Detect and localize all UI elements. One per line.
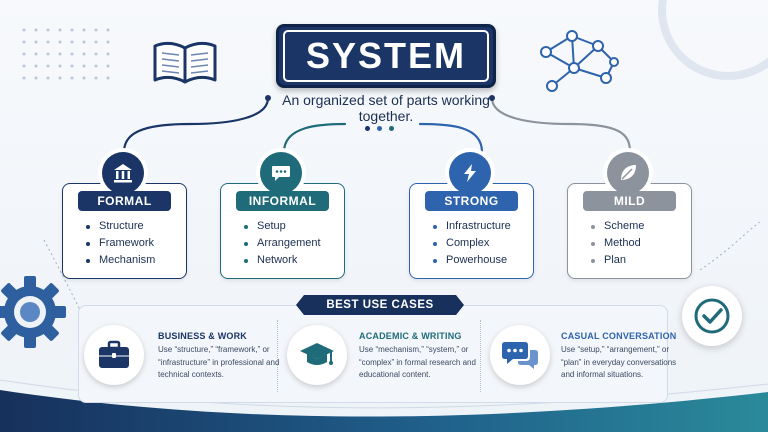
dot-decoration — [389, 126, 394, 131]
chat-bubble-icon — [260, 152, 302, 194]
synonym-item: Scheme — [591, 218, 644, 235]
synonym-list: Scheme Method Plan — [591, 218, 644, 269]
dot-decoration — [377, 126, 382, 131]
synonym-item: Mechanism — [86, 252, 155, 269]
use-case-description: Use “mechanism,” “system,” or “complex” … — [359, 345, 476, 379]
synonym-item: Framework — [86, 235, 155, 252]
category-label: FORMAL — [78, 191, 171, 211]
gear-icon — [0, 276, 66, 348]
dot-decoration — [365, 126, 370, 131]
network-nodes-icon — [540, 30, 619, 92]
use-case-title: CASUAL CONVERSATION — [561, 331, 677, 341]
synonym-list: Setup Arrangement Network — [244, 218, 321, 269]
synonym-item: Network — [244, 252, 321, 269]
divider — [277, 320, 278, 392]
leaf-icon — [607, 152, 649, 194]
category-label: INFORMAL — [236, 191, 329, 211]
synonym-item: Method — [591, 235, 644, 252]
synonym-list: Infrastructure Complex Powerhouse — [433, 218, 511, 269]
synonym-item: Plan — [591, 252, 644, 269]
synonym-item: Complex — [433, 235, 511, 252]
use-cases-heading: BEST USE CASES — [296, 295, 464, 315]
use-case-title: ACADEMIC & WRITING — [359, 331, 462, 341]
use-case-description: Use “structure,” “framework,” or “infras… — [158, 345, 280, 379]
synonym-item: Structure — [86, 218, 155, 235]
open-book-icon — [153, 41, 217, 84]
institution-icon — [102, 152, 144, 194]
definition-text: An organized set of parts working togeth… — [282, 92, 490, 124]
category-label: MILD — [583, 191, 676, 211]
divider — [480, 320, 481, 392]
category-label: STRONG — [425, 191, 518, 211]
use-case-title: BUSINESS & WORK — [158, 331, 248, 341]
speech-bubbles-icon — [490, 325, 550, 385]
synonym-item: Setup — [244, 218, 321, 235]
synonym-list: Structure Framework Mechanism — [86, 218, 155, 269]
use-cases-panel — [78, 305, 668, 403]
synonym-item: Powerhouse — [433, 252, 511, 269]
checkmark-icon — [682, 286, 742, 346]
lightning-icon — [449, 152, 491, 194]
synonym-item: Infrastructure — [433, 218, 511, 235]
use-case-description: Use “setup,” “arrangement,” or “plan” in… — [561, 345, 677, 379]
graduation-cap-icon — [287, 325, 347, 385]
page-title: SYSTEM — [283, 30, 489, 82]
briefcase-icon — [84, 325, 144, 385]
title-banner: SYSTEM — [276, 24, 496, 88]
dot-grid-decoration — [18, 24, 114, 84]
synonym-item: Arrangement — [244, 235, 321, 252]
